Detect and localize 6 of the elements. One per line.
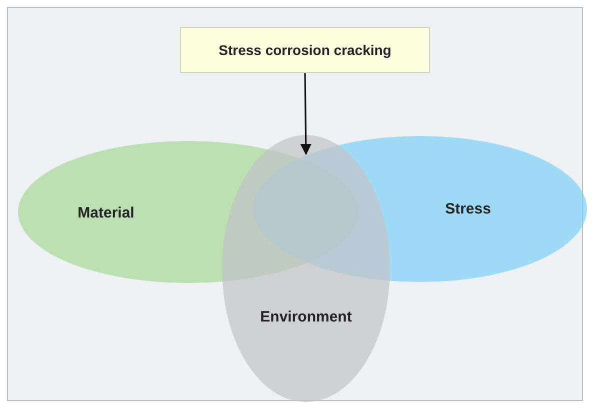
set-label: Material bbox=[78, 204, 134, 222]
title-box bbox=[180, 27, 430, 73]
set-label: Environment bbox=[260, 308, 352, 326]
arrow bbox=[300, 72, 312, 156]
box-text: Stress corrosion cracking bbox=[218, 42, 392, 58]
set-label: Stress bbox=[445, 200, 491, 218]
